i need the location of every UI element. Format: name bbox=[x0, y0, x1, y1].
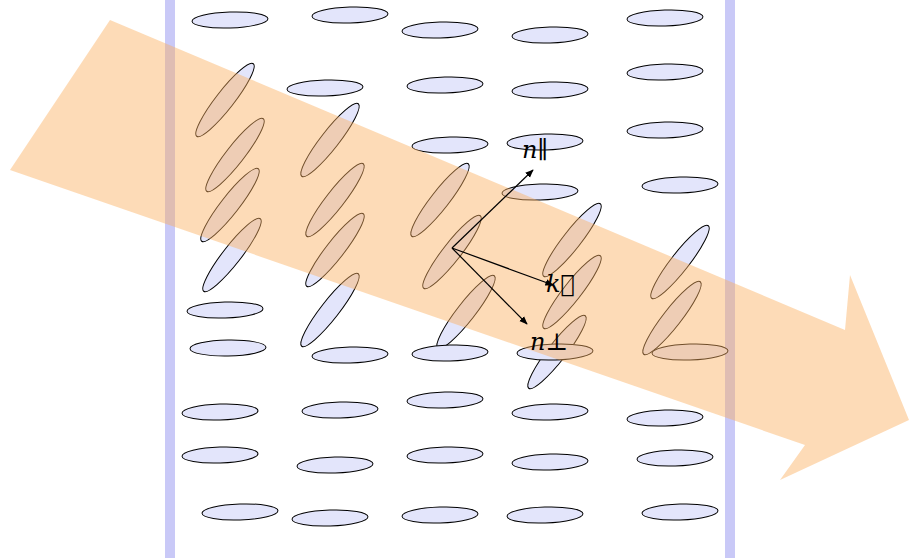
lc-molecule bbox=[512, 81, 589, 100]
lc-molecule bbox=[627, 9, 704, 28]
vector-label: n∥ bbox=[522, 138, 549, 162]
lc-molecule bbox=[627, 63, 704, 82]
lc-molecule bbox=[190, 339, 266, 356]
lc-molecule bbox=[187, 301, 264, 320]
lc-molecule bbox=[407, 391, 484, 410]
lc-molecule bbox=[407, 76, 484, 95]
light-beam-arrow bbox=[10, 20, 909, 480]
lc-molecule bbox=[292, 509, 369, 528]
lc-molecule bbox=[627, 409, 704, 428]
lc-molecule bbox=[412, 136, 489, 155]
lc-molecule bbox=[512, 26, 589, 45]
lc-molecule bbox=[297, 456, 374, 475]
lc-molecule bbox=[412, 344, 489, 363]
lc-molecule bbox=[312, 6, 389, 25]
cell-wall bbox=[725, 0, 735, 558]
lc-molecule bbox=[642, 176, 719, 195]
lc-molecule bbox=[402, 506, 479, 525]
lc-molecule bbox=[287, 79, 364, 98]
lc-molecule bbox=[642, 503, 719, 522]
lc-molecule bbox=[407, 446, 484, 465]
vector-label: n⊥ bbox=[530, 330, 568, 354]
lc-molecule bbox=[507, 506, 584, 525]
lc-molecule bbox=[637, 449, 714, 468]
lc-molecule bbox=[302, 401, 379, 420]
normal-vector bbox=[452, 248, 527, 324]
lc-molecule bbox=[512, 403, 589, 422]
lc-molecule bbox=[402, 21, 479, 40]
lc-molecule bbox=[512, 453, 589, 472]
lc-molecule bbox=[312, 346, 389, 365]
lc-molecule bbox=[627, 121, 704, 140]
vector-label: k⃗ bbox=[546, 272, 575, 296]
director-vector bbox=[452, 170, 533, 248]
lc-molecule bbox=[202, 503, 279, 522]
lc-molecule bbox=[182, 403, 259, 422]
wave-vector bbox=[452, 248, 553, 285]
lc-molecule bbox=[182, 446, 259, 465]
lc-molecule bbox=[192, 11, 269, 30]
